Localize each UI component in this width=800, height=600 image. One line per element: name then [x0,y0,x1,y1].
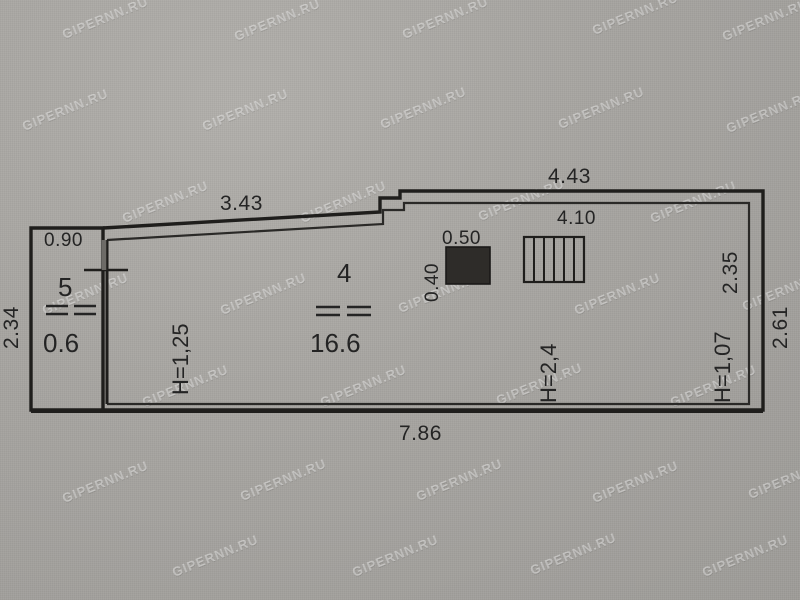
height-label-right: H=1,07 [710,331,735,403]
height-label-left: H=1,25 [168,323,193,395]
dimension-top-left-span: 3.43 [220,192,263,215]
height-label-middle: H=2,4 [536,343,561,403]
room-5-number: 5 [58,272,73,302]
dimension-bottom-total: 7.86 [399,422,442,445]
opening-dark-rect [445,246,491,285]
dimension-top-right-span: 4.43 [548,165,591,188]
room-4-fraction-rule [316,305,371,317]
room-4-number: 4 [337,258,352,288]
dimension-right-inner-height: 2.35 [719,251,742,294]
inner-wall-main [106,201,751,406]
dimension-inner-right-top: 4.10 [557,208,596,229]
dimension-right-outer-height: 2.61 [769,306,792,349]
room-5-fraction-rule [46,304,96,316]
outer-wall-left-room [29,226,105,412]
dimension-left-room-width: 0.90 [44,230,83,251]
room-5-area: 0.6 [43,328,80,358]
opening-depth-label: 0.40 [422,263,443,302]
opening-width-label: 0.50 [442,228,481,249]
stairs-hatched-symbol [522,235,586,284]
dimension-left-height: 2.34 [0,306,23,349]
room-4-area: 16.6 [310,328,361,358]
